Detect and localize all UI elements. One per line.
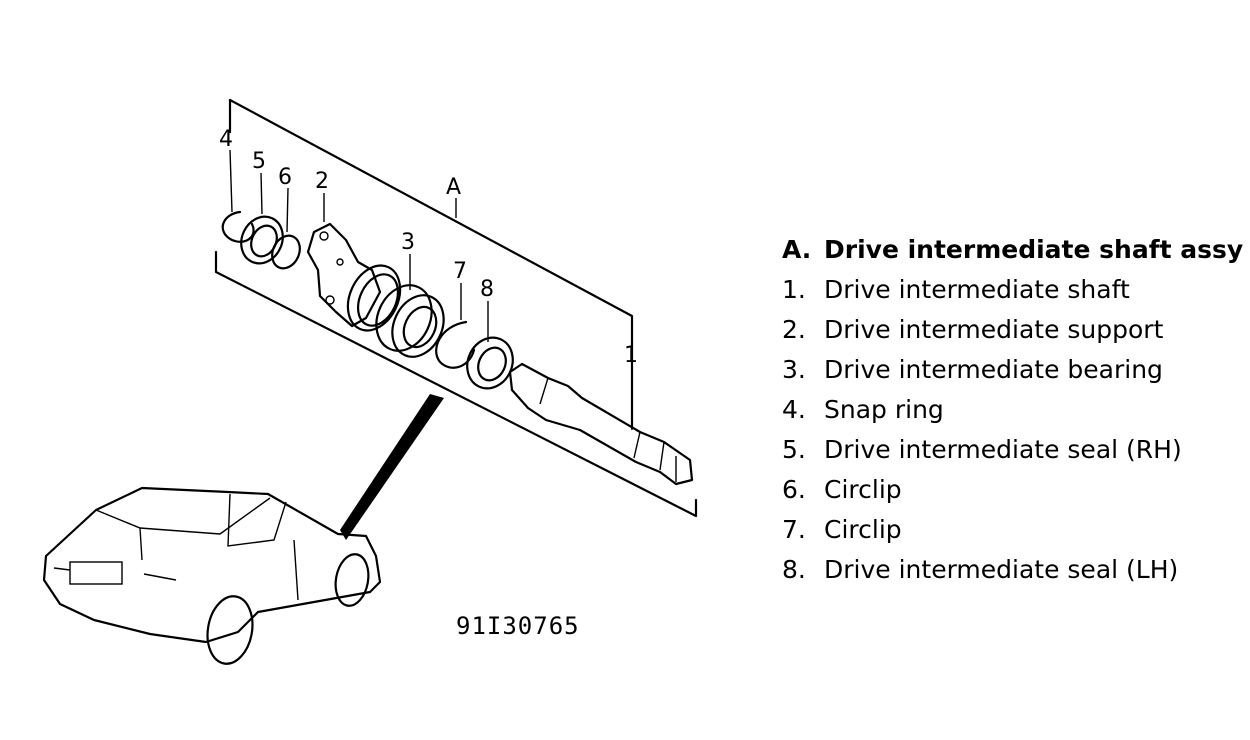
legend-key: 5. — [782, 435, 806, 464]
legend-item-4: 4. Snap ring — [782, 390, 1232, 430]
callout-7: 7 — [453, 259, 467, 284]
legend-item-6: 6. Circlip — [782, 470, 1232, 510]
intermediate-shaft-part — [508, 362, 694, 486]
legend-item-1: 1. Drive intermediate shaft — [782, 270, 1232, 310]
legend-label: Drive intermediate shaft — [824, 275, 1130, 304]
legend-item-8: 8. Drive intermediate seal (LH) — [782, 550, 1232, 590]
callout-8: 8 — [480, 277, 494, 302]
legend-item-5: 5. Drive intermediate seal (RH) — [782, 430, 1232, 470]
callout-1: 1 — [624, 343, 638, 368]
legend-item-2: 2. Drive intermediate support — [782, 310, 1232, 350]
support-housing-ring — [346, 264, 402, 332]
assembly-bracket — [214, 98, 698, 518]
legend-key: 7. — [782, 515, 806, 544]
figure-code: 91I30765 — [456, 612, 580, 640]
legend-item-3: 3. Drive intermediate bearing — [782, 350, 1232, 390]
legend-label: Drive intermediate shaft assy — [824, 235, 1244, 264]
callout-3: 3 — [401, 230, 415, 255]
legend-label: Drive intermediate support — [824, 315, 1164, 344]
snap-ring-part — [221, 210, 255, 243]
location-pointer — [340, 394, 444, 540]
seal-rh-part — [240, 215, 284, 265]
circlip-6-part — [271, 234, 301, 270]
legend-label: Drive intermediate seal (RH) — [824, 435, 1182, 464]
legend-item-7: 7. Circlip — [782, 510, 1232, 550]
legend-key: 6. — [782, 475, 806, 504]
legend-label: Drive intermediate bearing — [824, 355, 1163, 384]
legend-key: A. — [782, 235, 812, 264]
legend-key: 1. — [782, 275, 806, 304]
legend-label: Snap ring — [824, 395, 944, 424]
callout-a: A — [446, 175, 461, 200]
callout-2: 2 — [315, 169, 329, 194]
callout-6: 6 — [278, 165, 292, 190]
sedan-car-illustration — [42, 486, 382, 665]
legend-key: 8. — [782, 555, 806, 584]
intermediate-support-part — [306, 222, 382, 328]
legend-key: 2. — [782, 315, 806, 344]
legend-key: 3. — [782, 355, 806, 384]
parts-legend: A. Drive intermediate shaft assy 1. Driv… — [782, 230, 1243, 590]
legend-item-a: A. Drive intermediate shaft assy — [782, 230, 1243, 270]
legend-key: 4. — [782, 395, 806, 424]
legend-label: Circlip — [824, 475, 902, 504]
leader-lines — [229, 149, 633, 430]
legend-label: Drive intermediate seal (LH) — [824, 555, 1179, 584]
intermediate-bearing-part — [375, 284, 445, 358]
legend-label: Circlip — [824, 515, 902, 544]
callout-4: 4 — [219, 127, 233, 152]
callout-5: 5 — [252, 149, 266, 174]
